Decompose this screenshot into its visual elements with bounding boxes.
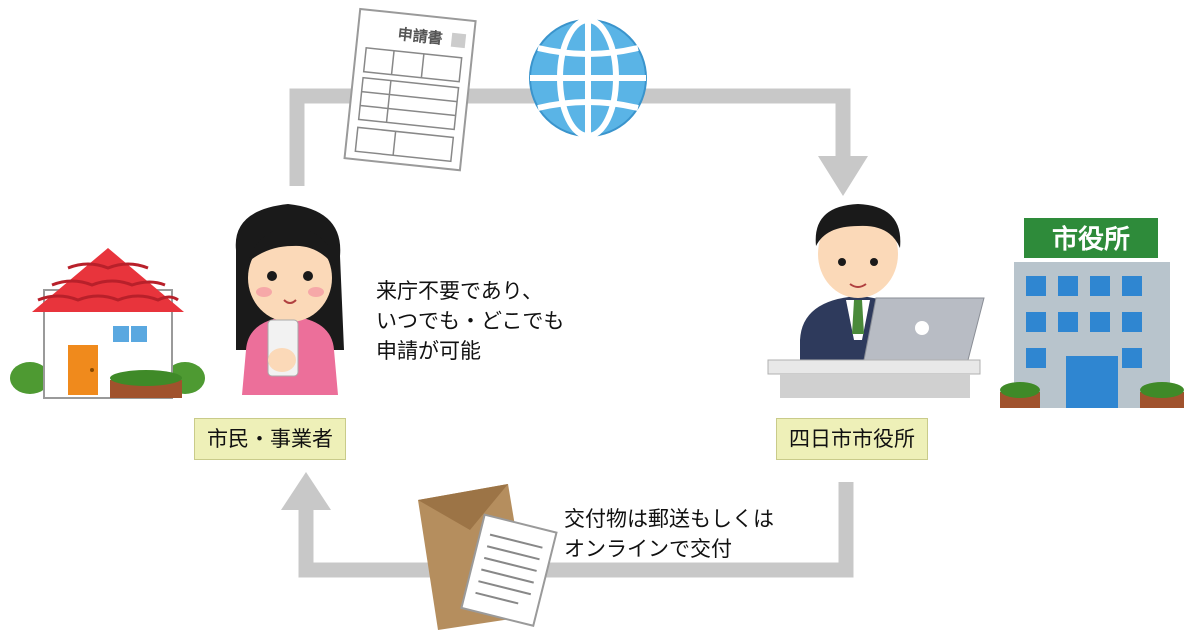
envelope-document-icon: [418, 484, 558, 630]
application-note-line: 申請が可能: [376, 339, 481, 363]
delivery-note-line: 交付物は郵送もしくは: [564, 507, 774, 531]
city-hall-building-icon: 市役所: [1000, 218, 1184, 408]
house-icon: [10, 248, 205, 399]
delivery-note: 交付物は郵送もしくは オンラインで交付: [564, 504, 774, 564]
application-note-line: 来庁不要であり、: [376, 279, 543, 303]
form-title: 申請書: [397, 25, 444, 48]
delivery-note-line: オンラインで交付: [564, 537, 732, 561]
building-sign: 市役所: [1052, 224, 1130, 255]
application-form-icon: 申請書: [343, 7, 477, 172]
globe-icon: [529, 17, 647, 139]
man-at-laptop-icon: [767, 204, 985, 398]
citizen-label: 市民・事業者: [194, 418, 346, 460]
application-note: 来庁不要であり、 いつでも・どこでも 申請が可能: [376, 276, 564, 366]
top-arrow-head: [818, 156, 868, 196]
bottom-arrow: [298, 482, 854, 578]
woman-with-phone-icon: [235, 204, 344, 395]
bottom-arrow-head: [281, 472, 331, 510]
application-note-line: いつでも・どこでも: [376, 309, 565, 333]
city-hall-label: 四日市市役所: [776, 418, 928, 460]
